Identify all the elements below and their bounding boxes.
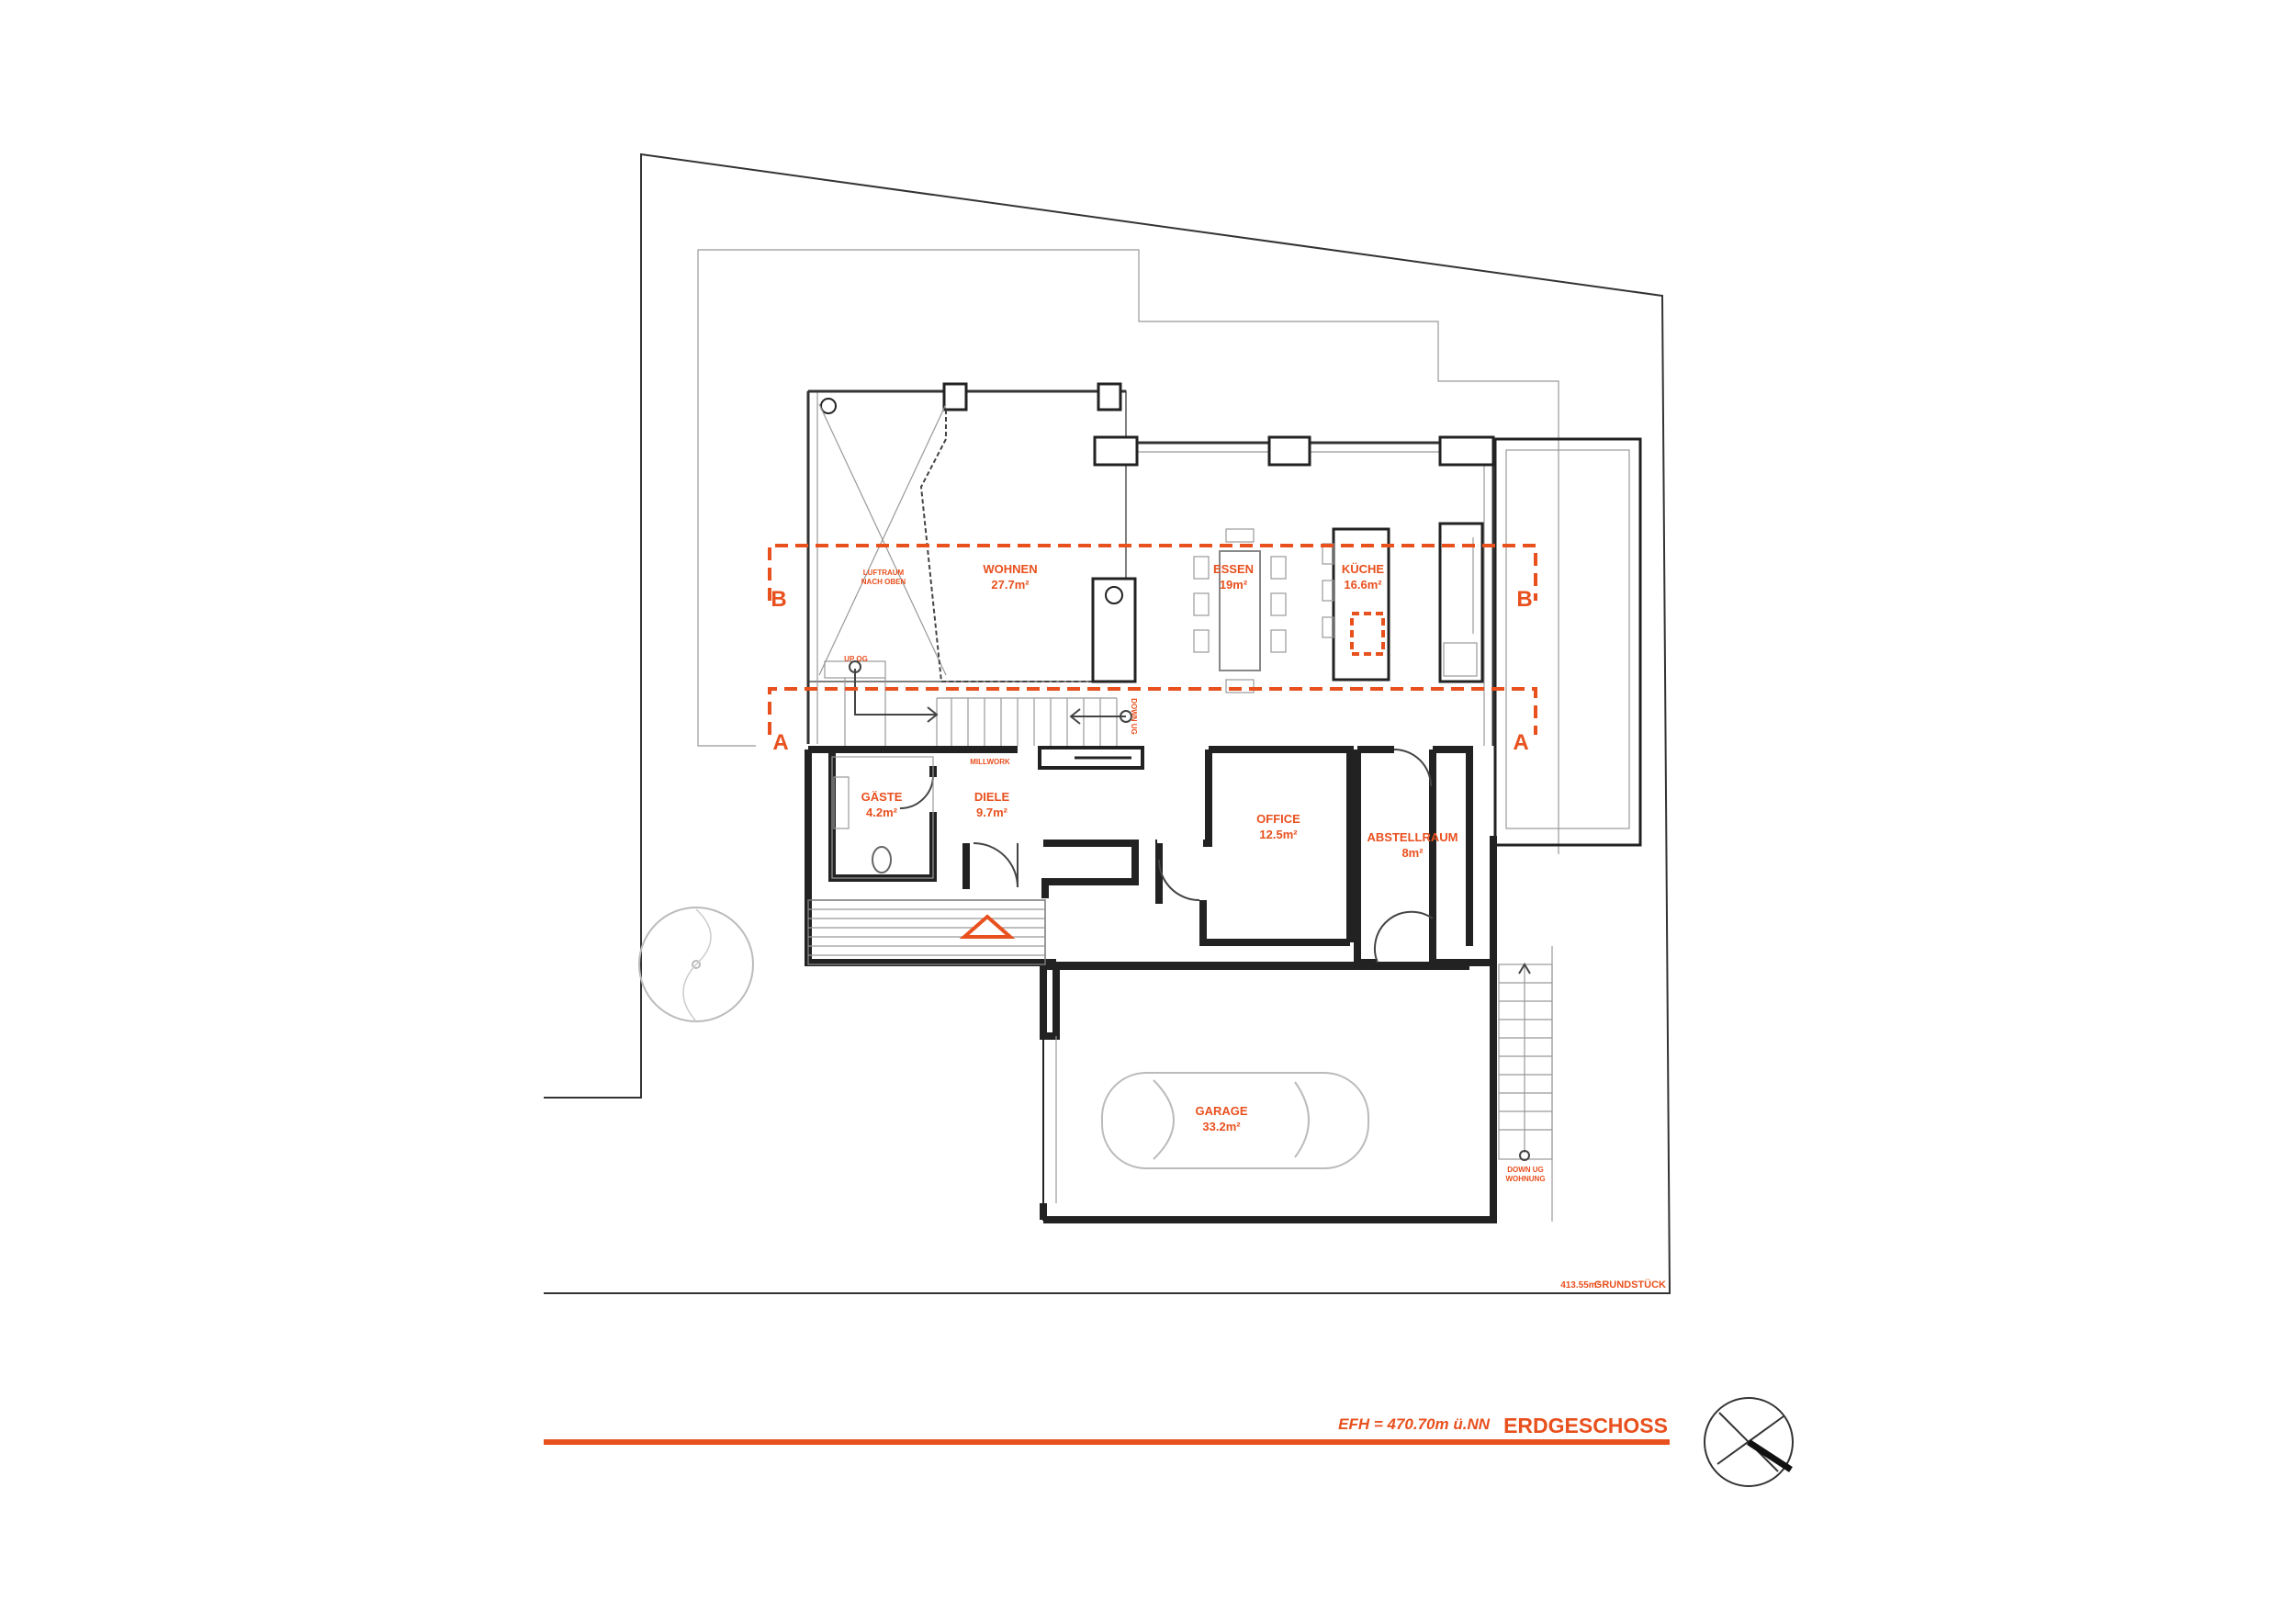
room-name-diele: DIELE — [974, 790, 1010, 804]
section-label-a-right: A — [1513, 730, 1528, 755]
main-stair — [824, 660, 1132, 746]
plot-boundary — [544, 152, 1671, 1294]
kitchen-island — [1322, 527, 1390, 682]
note-luftraum-2: NACH OBEN — [861, 578, 906, 586]
note-down-ug: DOWN UG — [1130, 698, 1138, 735]
room-name-wohnen: WOHNEN — [983, 562, 1037, 576]
section-label-a-left: A — [772, 730, 788, 755]
room-name-gaeste: GÄSTE — [861, 790, 903, 804]
kitchen-counter — [1438, 522, 1484, 683]
ground-floor-walls — [805, 746, 1497, 1223]
toilet-icon — [872, 846, 892, 873]
room-area-gaeste: 4.2m² — [866, 806, 898, 819]
building-setback-line — [697, 249, 1559, 854]
room-area-office: 12.5m² — [1259, 828, 1298, 841]
note-down-ug-wohnung-2: WOHNUNG — [1505, 1175, 1545, 1183]
plan-title: ERDGESCHOSS — [1503, 1414, 1668, 1437]
note-luftraum-1: LUFTRAUM — [863, 569, 905, 577]
section-label-b-right: B — [1516, 587, 1532, 612]
tree-icon — [638, 907, 754, 1022]
room-name-kueche: KÜCHE — [1342, 562, 1385, 576]
room-area-wohnen: 27.7m² — [991, 578, 1030, 592]
guest-wc — [831, 756, 934, 879]
site-label: GRUNDSTÜCK — [1594, 1279, 1666, 1291]
room-area-abstellraum: 8m² — [1401, 846, 1424, 860]
site-area: 413.55m² — [1560, 1280, 1600, 1291]
room-name-abstellraum: ABSTELLRAUM — [1367, 830, 1458, 844]
room-area-diele: 9.7m² — [976, 806, 1008, 819]
elevation-label: EFH = 470.70m ü.NN — [1338, 1415, 1491, 1433]
doors — [899, 749, 1434, 964]
living-wing — [806, 382, 1495, 746]
car-icon — [1101, 1072, 1369, 1169]
note-millwork: MILLWORK — [970, 758, 1010, 766]
entrance-deck — [807, 899, 1046, 965]
section-label-b-left: B — [771, 587, 786, 612]
room-area-garage: 33.2m² — [1202, 1120, 1241, 1133]
entrance-triangle-icon — [959, 914, 1016, 939]
room-name-essen: ESSEN — [1213, 562, 1254, 576]
terrace-right — [1493, 437, 1642, 847]
north-arrow-icon — [1704, 1397, 1794, 1487]
room-name-office: OFFICE — [1256, 812, 1300, 826]
section-cut-b — [768, 544, 1537, 601]
room-area-kueche: 16.6m² — [1344, 578, 1382, 592]
section-cut-a — [768, 687, 1537, 735]
outdoor-stair-down — [1498, 946, 1553, 1222]
room-name-garage: GARAGE — [1195, 1104, 1247, 1118]
note-down-ug-wohnung-1: DOWN UG — [1507, 1166, 1544, 1174]
dining-table — [1193, 528, 1287, 693]
note-up-og: UP OG — [844, 655, 868, 663]
room-area-essen: 19m² — [1220, 578, 1248, 592]
